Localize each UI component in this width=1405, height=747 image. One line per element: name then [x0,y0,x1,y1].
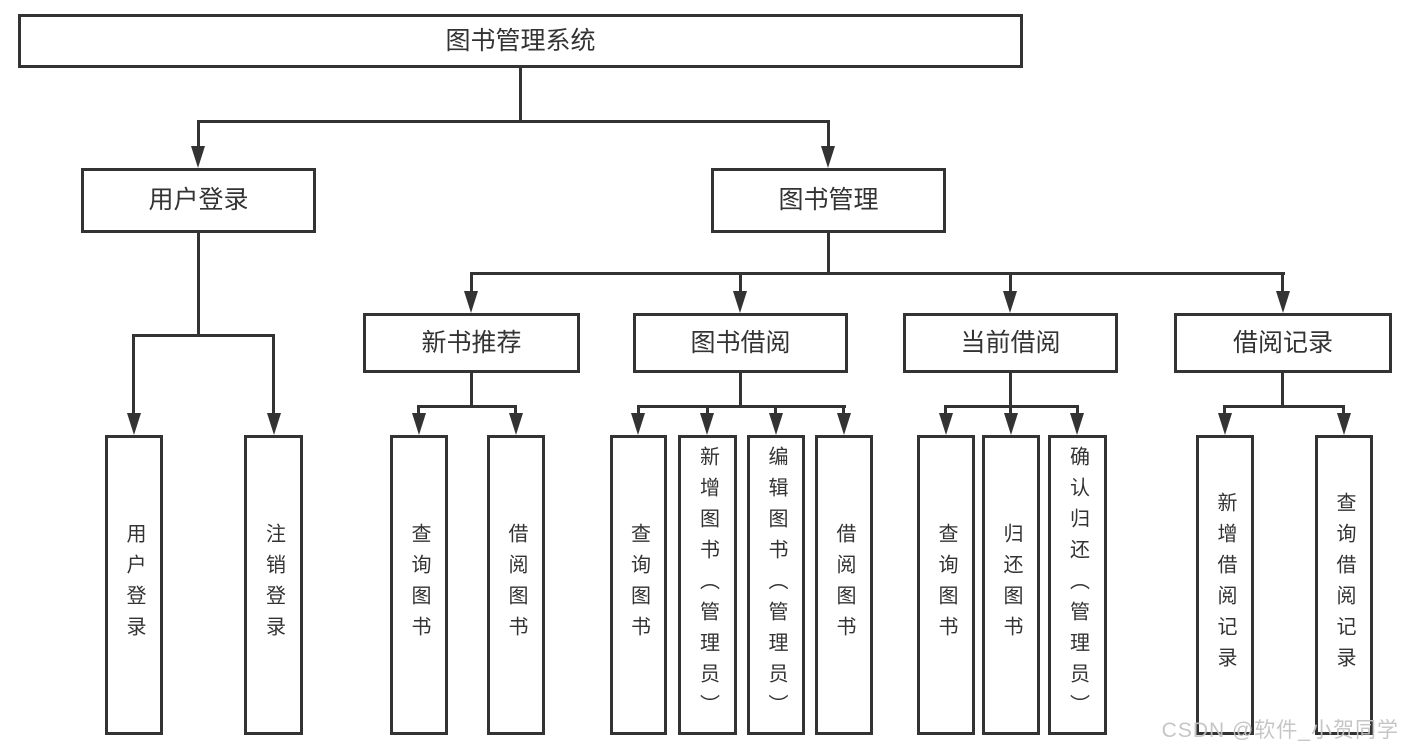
arrowhead-book-management-icon [821,146,835,168]
node-cb-confirm-return-admin: 确认归还（管理员） [1048,435,1107,735]
connector-drop-br-add [1223,405,1226,415]
node-cb-return-book: 归还图书 [982,435,1040,735]
arrowhead-bb-query-icon [631,413,645,435]
connector-drop-current-borrow [1009,272,1012,293]
connector-drop-cb-return [1009,405,1012,415]
connector-level2-bus [197,120,830,123]
connector-book-management-stem [827,233,830,272]
connector-user-login-bus [132,334,275,337]
node-nbr-query-book-label: 查询图书 [408,523,430,647]
connector-current-borrow-stem [1009,373,1012,405]
connector-drop-nbr-query [417,405,420,415]
arrowhead-borrow-record-icon [1276,291,1290,313]
arrowhead-user-login-icon [191,146,205,168]
node-br-query-record-label: 查询借阅记录 [1333,492,1355,678]
connector-drop-bb-edit [774,405,777,415]
connector-book-borrow-bus [637,405,846,408]
arrowhead-br-query-icon [1337,413,1351,435]
node-leaf-logout-label: 注销登录 [262,523,285,647]
arrowhead-nbr-borrow-icon [509,413,523,435]
arrowhead-new-book-recommend-icon [464,291,478,313]
connector-drop-bb-add [706,405,709,415]
node-new-book-recommend-label: 新书推荐 [421,328,522,357]
connector-drop-login [132,334,135,414]
node-root-label: 图书管理系统 [445,26,596,55]
node-br-add-record: 新增借阅记录 [1196,435,1254,735]
connector-user-login-stem [197,233,200,334]
node-book-management: 图书管理 [711,168,946,233]
connector-new-book-recommend-bus [417,405,516,408]
node-bb-add-book-admin: 新增图书（管理员） [678,435,737,735]
node-cb-query-book-label: 查询图书 [935,523,957,647]
node-cb-confirm-return-admin-label: 确认归还（管理员） [1066,445,1089,725]
node-bb-add-book-admin-label: 新增图书（管理员） [696,445,719,725]
connector-borrow-record-stem [1281,373,1284,405]
node-bb-query-book-label: 查询图书 [627,523,650,647]
arrowhead-bb-edit-icon [769,413,783,435]
arrowhead-cb-confirm-icon [1070,413,1084,435]
node-borrow-record: 借阅记录 [1174,313,1392,373]
node-br-query-record: 查询借阅记录 [1315,435,1373,735]
connector-root-stem [519,68,522,120]
arrowhead-cb-query-icon [939,413,953,435]
node-bb-borrow-book: 借阅图书 [815,435,873,735]
node-bb-edit-book-admin-label: 编辑图书（管理员） [765,445,787,725]
connector-new-book-recommend-stem [470,373,473,405]
node-bb-edit-book-admin: 编辑图书（管理员） [747,435,805,735]
node-nbr-borrow-book: 借阅图书 [487,435,545,735]
connector-drop-user-login [197,120,200,148]
connector-drop-logout [272,334,275,414]
node-current-borrow: 当前借阅 [903,313,1118,373]
node-cb-return-book-label: 归还图书 [1000,523,1022,647]
node-nbr-query-book: 查询图书 [390,435,448,735]
arrowhead-login-icon [127,413,141,435]
connector-borrow-record-bus [1223,405,1345,408]
arrowhead-bb-add-icon [700,413,714,435]
arrowhead-logout-icon [267,413,281,435]
connector-drop-br-query [1342,405,1345,415]
node-leaf-logout: 注销登录 [244,435,303,735]
arrowhead-bb-borrow-icon [837,413,851,435]
node-book-borrow: 图书借阅 [633,313,848,373]
connector-drop-bb-query [637,405,640,415]
node-new-book-recommend: 新书推荐 [363,313,580,373]
node-cb-query-book: 查询图书 [917,435,975,735]
connector-drop-borrow-record [1281,272,1284,293]
node-bb-query-book: 查询图书 [610,435,667,735]
node-current-borrow-label: 当前借阅 [960,328,1061,357]
arrowhead-book-borrow-icon [733,291,747,313]
watermark: CSDN @软件_小贺同学 [1161,719,1399,742]
arrowhead-cb-return-icon [1004,413,1018,435]
connector-level3-bus [470,272,1285,275]
node-book-borrow-label: 图书借阅 [690,328,791,357]
node-user-login-label: 用户登录 [148,186,249,214]
connector-book-borrow-stem [739,373,742,405]
arrowhead-current-borrow-icon [1003,291,1017,313]
connector-drop-nbr-borrow [514,405,517,415]
node-borrow-record-label: 借阅记录 [1232,328,1333,357]
arrowhead-br-add-icon [1218,413,1232,435]
connector-drop-new-book-recommend [470,272,473,293]
connector-drop-bb-borrow [842,405,845,415]
connector-drop-book-management [827,120,830,148]
node-leaf-user-login-label: 用户登录 [123,523,145,647]
node-root: 图书管理系统 [18,14,1023,68]
node-br-add-record-label: 新增借阅记录 [1214,492,1236,678]
connector-drop-cb-confirm [1076,405,1079,415]
node-leaf-user-login: 用户登录 [105,435,163,735]
node-user-login: 用户登录 [81,168,316,233]
node-book-management-label: 图书管理 [778,186,879,214]
connector-drop-book-borrow [739,272,742,293]
connector-drop-cb-query [944,405,947,415]
node-nbr-borrow-book-label: 借阅图书 [505,523,527,647]
node-bb-borrow-book-label: 借阅图书 [833,523,855,647]
arrowhead-nbr-query-icon [412,413,426,435]
